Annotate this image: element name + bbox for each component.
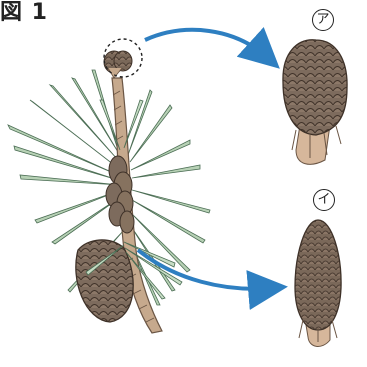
enlarged-male-flower <box>295 220 341 346</box>
male-flower-cluster <box>106 156 134 233</box>
enlarged-female-flower <box>283 40 347 165</box>
mature-pine-cone <box>76 240 133 322</box>
label-a-circle: ア <box>312 9 334 31</box>
arrow-to-a <box>145 30 268 58</box>
female-flower-small <box>104 51 132 78</box>
label-i-circle: イ <box>313 189 335 211</box>
